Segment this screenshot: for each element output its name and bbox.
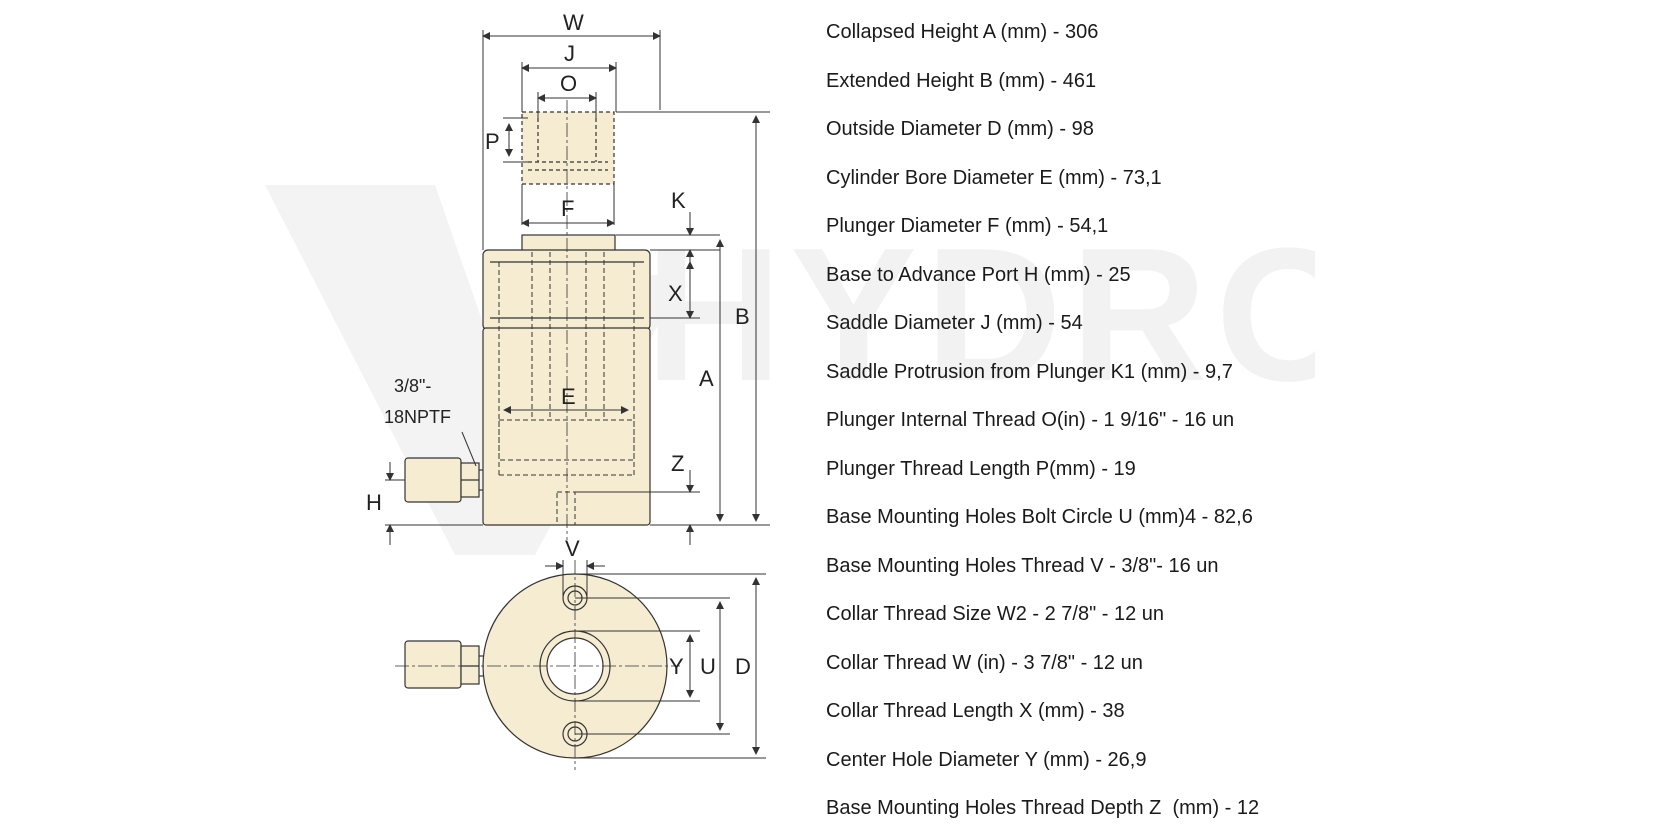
label-a: A xyxy=(699,366,714,391)
label-o: O xyxy=(560,71,577,96)
label-f: F xyxy=(561,196,574,221)
spec-item: Collar Thread W (in) - 3 7/8" - 12 un xyxy=(826,651,1143,674)
spec-item: Collar Thread Size W2 - 2 7/8" - 12 un xyxy=(826,603,1164,625)
bottom-view xyxy=(395,560,680,770)
dimension-labels: W J O P F K X B A E Z H V Y U D 3/8"- 18… xyxy=(366,10,751,679)
spec-item: Plunger Thread Length P(mm) - 19 xyxy=(826,457,1136,480)
label-b: B xyxy=(735,304,750,329)
spec-item: Base Mounting Holes Thread Depth Z (mm) … xyxy=(826,797,1260,819)
spec-item: Plunger Diameter F (mm) - 54,1 xyxy=(826,215,1109,237)
label-d: D xyxy=(735,654,751,679)
spec-item: Collar Thread Length X (mm) - 38 xyxy=(826,700,1125,722)
cylinder-body-shape xyxy=(482,327,651,526)
spec-item: Base to Advance Port H (mm) - 25 xyxy=(826,263,1131,286)
dimension-lines-side xyxy=(385,30,770,545)
label-z: Z xyxy=(671,451,684,476)
label-v: V xyxy=(565,536,580,561)
label-u: U xyxy=(700,654,716,679)
spec-item: Cylinder Bore Diameter E (mm) - 73,1 xyxy=(826,166,1162,189)
label-e: E xyxy=(561,384,576,409)
spec-item: Center Hole Diameter Y (mm) - 26,9 xyxy=(826,748,1147,771)
label-h: H xyxy=(366,490,382,515)
spec-item: Outside Diameter D (mm) - 98 xyxy=(826,118,1094,140)
specification-list: Collapsed Height A (mm) - 306 Extended H… xyxy=(826,14,1259,839)
spec-item: Plunger Internal Thread O(in) - 1 9/16" … xyxy=(826,409,1235,431)
port-thread-label-line1: 3/8"- xyxy=(394,376,431,396)
spec-item: Collapsed Height A (mm) - 306 xyxy=(826,21,1099,43)
label-w: W xyxy=(563,10,584,35)
port-thread-label-line2: 18NPTF xyxy=(384,407,451,427)
label-j: J xyxy=(564,41,575,66)
dimension-lines-bottom xyxy=(545,560,766,759)
spec-item: Base Mounting Holes Thread V - 3/8"- 16 … xyxy=(826,554,1219,577)
spec-item: Saddle Diameter J (mm) - 54 xyxy=(826,312,1083,334)
port-fitting-shape xyxy=(404,457,462,503)
spec-item: Base Mounting Holes Bolt Circle U (mm)4 … xyxy=(826,506,1253,528)
side-view xyxy=(404,100,651,540)
saddle-shape xyxy=(521,111,615,185)
label-p: P xyxy=(485,129,500,154)
cylinder-technical-drawing: W J O P F K X B A E Z H V Y U D 3/8"- 18… xyxy=(366,10,770,770)
label-x: X xyxy=(668,281,683,306)
label-y: Y xyxy=(669,654,684,679)
label-k: K xyxy=(671,188,686,213)
spec-item: Saddle Protrusion from Plunger K1 (mm) -… xyxy=(826,360,1233,383)
spec-item: Extended Height B (mm) - 461 xyxy=(826,69,1097,92)
